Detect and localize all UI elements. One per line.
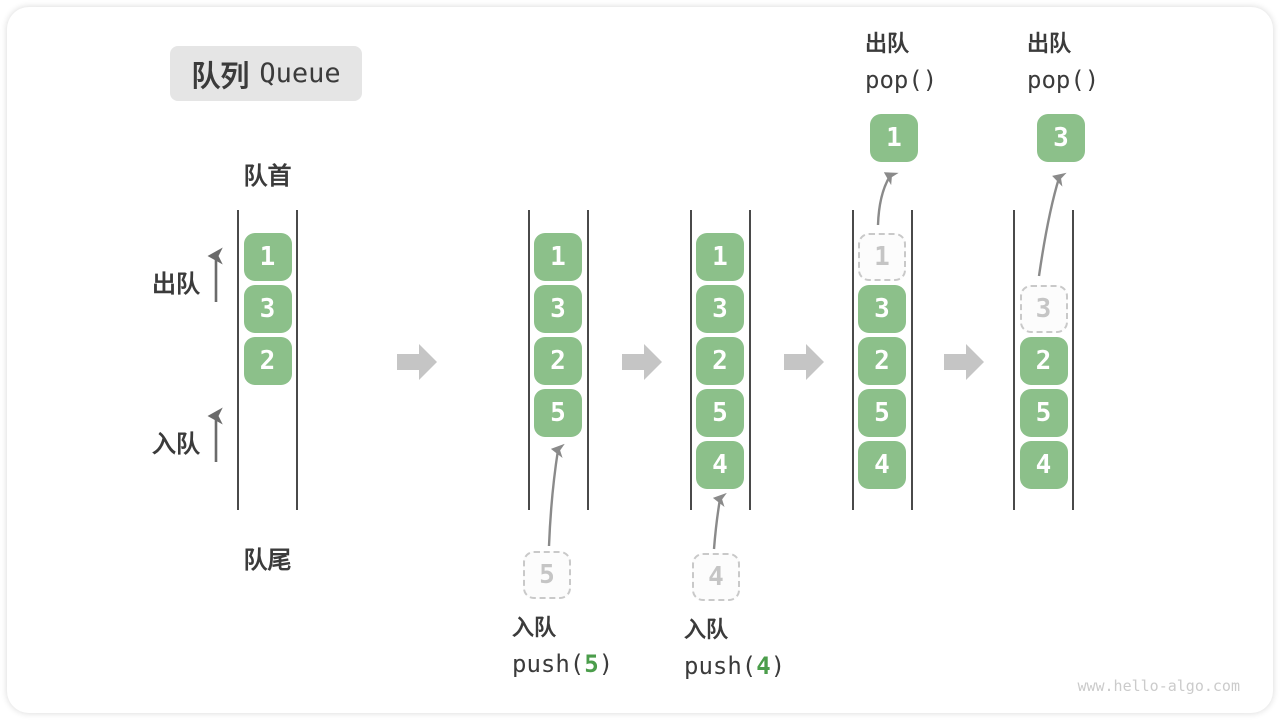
queue-cell: 3 <box>534 285 582 333</box>
operation-label-zh: 出队 <box>1027 32 1072 57</box>
queue-cell: 5 <box>534 389 582 437</box>
staging-box: 4 <box>692 553 740 601</box>
queue-cell: 2 <box>534 337 582 385</box>
staging-box: 5 <box>523 551 571 599</box>
title-en: Queue <box>259 58 341 89</box>
queue-cell: 1 <box>243 233 292 281</box>
operation-label-zh: 入队 <box>512 616 557 641</box>
queue-cell: 3 <box>243 285 292 333</box>
queue-cell: 5 <box>1019 389 1068 437</box>
queue-cell: 2 <box>243 337 292 385</box>
operation-label: 入队 push(5) <box>512 612 613 682</box>
popped-box: 3 <box>1037 114 1085 162</box>
operation-label: 入队 push(4) <box>684 614 785 684</box>
operation-arg: 4 <box>756 652 771 680</box>
operation-label-code: pop() <box>865 66 938 94</box>
queue-rear-label: 队尾 <box>243 546 292 574</box>
queue-cell: 2 <box>1019 337 1068 385</box>
diagram-canvas <box>7 7 1273 713</box>
title-badge: 队列 Queue <box>170 46 362 101</box>
queue-cell: 4 <box>696 441 744 489</box>
queue-cell-removed: 3 <box>1019 285 1068 333</box>
queue-cell: 1 <box>534 233 582 281</box>
queue-cell: 5 <box>858 389 906 437</box>
operation-label-zh: 出队 <box>865 32 910 57</box>
queue-cell: 4 <box>858 441 906 489</box>
operation-label-code: push(4) <box>684 652 786 680</box>
operation-label-zh: 入队 <box>684 618 729 643</box>
enqueue-side-label: 入队 <box>152 430 200 458</box>
dequeue-side-label: 出队 <box>152 270 200 298</box>
title-zh: 队列 <box>191 58 250 93</box>
queue-cell: 2 <box>696 337 744 385</box>
operation-label: 出队 pop() <box>1027 28 1099 98</box>
queue-cell: 4 <box>1019 441 1068 489</box>
queue-cell: 3 <box>858 285 906 333</box>
queue-cell: 2 <box>858 337 906 385</box>
queue-front-label: 队首 <box>243 162 292 190</box>
operation-label: 出队 pop() <box>865 28 937 98</box>
operation-label-code: push(5) <box>512 650 614 678</box>
popped-box: 1 <box>870 114 918 162</box>
queue-cell: 3 <box>696 285 744 333</box>
operation-arg: 5 <box>584 650 599 678</box>
queue-cell: 1 <box>696 233 744 281</box>
watermark: www.hello-algo.com <box>1077 677 1240 695</box>
queue-cell: 5 <box>696 389 744 437</box>
operation-label-code: pop() <box>1027 66 1100 94</box>
queue-cell-removed: 1 <box>858 233 906 281</box>
